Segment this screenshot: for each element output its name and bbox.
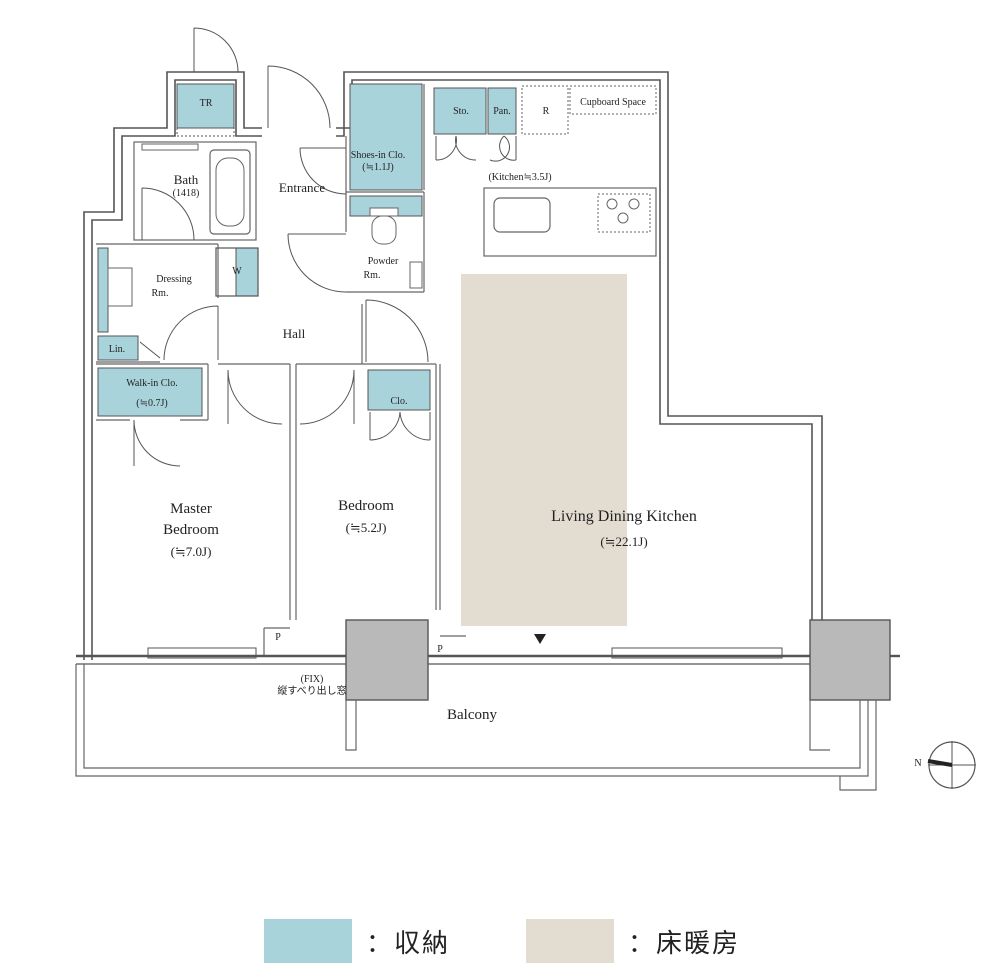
room-labels: TR Bath (1418) Entrance Shoes-in Clo. (≒… — [109, 97, 922, 769]
powder-sink — [409, 261, 423, 289]
toilet-tank — [369, 207, 399, 217]
label-powder-2: Rm. — [364, 270, 381, 281]
compass-icon — [927, 741, 976, 789]
tr-hatch — [176, 127, 235, 137]
legend-storage-swatch — [264, 919, 352, 963]
storage-shoes — [349, 83, 423, 191]
storage-walkin — [97, 367, 203, 417]
label-ldk: Living Dining Kitchen — [551, 508, 697, 525]
refrigerator-space — [521, 85, 569, 135]
label-entrance: Entrance — [279, 180, 325, 195]
bath-rail — [141, 143, 199, 151]
label-hall: Hall — [283, 326, 306, 341]
label-bedroom-size: (≒5.2J) — [346, 520, 387, 535]
label-walkin-clo: Walk-in Clo. — [126, 378, 177, 389]
label-dressing: Dressing — [156, 274, 192, 285]
storage-pan — [487, 87, 517, 135]
label-shoes-clo: Shoes-in Clo. — [351, 150, 405, 161]
label-pan: Pan. — [493, 106, 511, 117]
window-wall — [76, 647, 900, 665]
label-walkin-clo-size: (≒0.7J) — [136, 398, 167, 409]
legend-floor-heating-label: ：床暖房 — [628, 928, 741, 959]
label-window-note: 縦すべり出し窓 — [277, 684, 346, 697]
storage-sto — [433, 87, 487, 135]
interior-walls — [96, 84, 466, 656]
balcony-outline — [75, 664, 877, 791]
label-refrigerator: R — [543, 106, 550, 117]
storage-areas — [97, 83, 593, 417]
label-powder: Powder — [368, 256, 399, 267]
label-kitchen: (Kitchen≒3.5J) — [488, 172, 551, 183]
kitchen-sink — [493, 197, 551, 233]
label-tr: TR — [200, 98, 213, 109]
washbasin — [107, 267, 133, 307]
outer-wall — [83, 71, 823, 660]
label-shoes-clo-size: (≒1.1J) — [362, 162, 393, 173]
burner-icons — [606, 198, 640, 224]
label-pipe-2: P — [437, 644, 443, 655]
doors — [133, 27, 517, 467]
label-dressing-2: Rm. — [152, 288, 169, 299]
legend-storage-label: ：収納 — [366, 928, 451, 959]
bathtub — [209, 149, 251, 235]
label-bath: Bath — [174, 172, 199, 187]
storage-tr — [176, 83, 235, 129]
label-north: N — [914, 758, 921, 769]
washer-frame — [215, 247, 259, 297]
storage-clo — [367, 369, 431, 411]
cupboard-space — [569, 85, 657, 115]
label-washer: W — [232, 266, 242, 277]
storage-linen — [97, 335, 139, 361]
label-pipe-1: P — [275, 632, 281, 643]
label-bedroom: Bedroom — [338, 498, 394, 514]
label-sto: Sto. — [453, 106, 469, 117]
label-master: Master — [170, 501, 212, 517]
label-bath-size: (1418) — [173, 188, 200, 199]
label-linen: Lin. — [109, 344, 125, 355]
entrance-arrow — [534, 634, 546, 644]
label-fix: (FIX) — [301, 674, 324, 685]
floor-heating-area — [461, 274, 627, 626]
legend-storage: ：収納 — [264, 918, 450, 964]
label-master-size: (≒7.0J) — [171, 544, 212, 559]
legend-floor-heating-swatch — [526, 919, 614, 963]
label-balcony: Balcony — [447, 707, 497, 723]
label-clo: Clo. — [391, 396, 408, 407]
label-ldk-size: (≒22.1J) — [600, 534, 647, 549]
label-master-2: Bedroom — [163, 522, 219, 538]
pillar-left — [345, 619, 429, 701]
floor-plan: TR Bath (1418) Entrance Shoes-in Clo. (≒… — [75, 27, 976, 791]
storage-dressing — [97, 247, 109, 333]
toilet-bowl — [371, 215, 397, 245]
pillar-right — [809, 619, 891, 701]
bathtub-inner — [215, 157, 245, 227]
label-cupboard: Cupboard Space — [580, 97, 646, 108]
legend-floor-heating: ：床暖房 — [526, 918, 740, 964]
